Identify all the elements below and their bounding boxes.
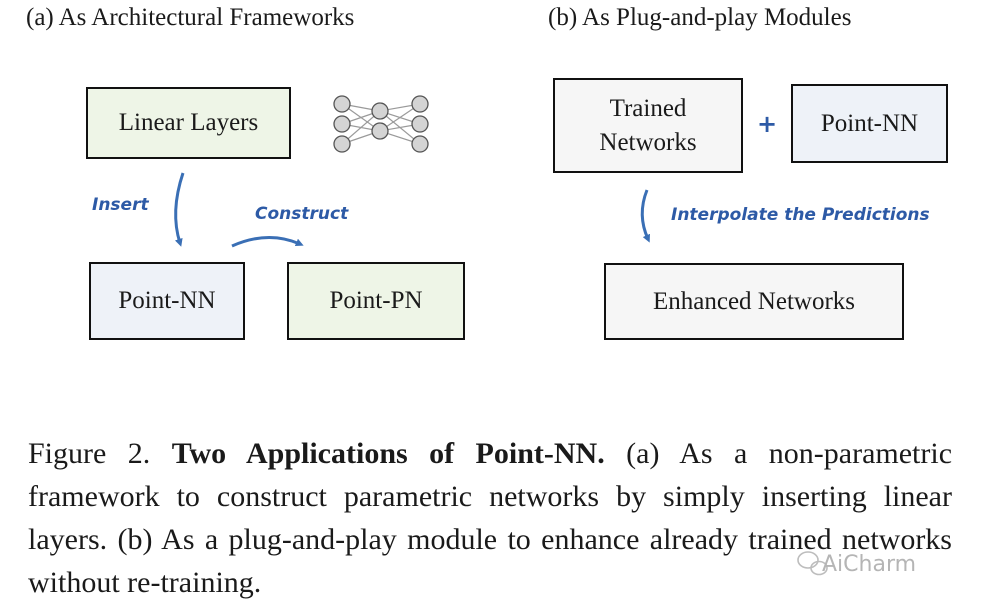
trained-networks-box: Trained Networks [553, 78, 743, 173]
point-nn-box-b: Point-NN [791, 84, 948, 163]
watermark-text: AiCharm [822, 552, 917, 577]
linear-layers-box: Linear Layers [86, 87, 291, 159]
nn-node [333, 135, 351, 153]
nn-node [371, 102, 389, 120]
linear-layers-label: Linear Layers [118, 109, 259, 137]
point-nn-label-a: Point-NN [118, 287, 216, 315]
wechat-icon [797, 551, 828, 576]
nn-node [371, 122, 389, 140]
plus-sign: + [757, 110, 778, 138]
trained-networks-line1: Trained [609, 94, 687, 122]
caption-figure-label: Figure 2. [28, 437, 151, 470]
enhanced-networks-box: Enhanced Networks [604, 263, 904, 340]
point-nn-box-a: Point-NN [89, 262, 245, 340]
insert-label: Insert [92, 195, 149, 215]
interpolate-arrow [640, 189, 650, 243]
trained-networks-line2: Networks [599, 128, 697, 156]
caption-body: (a) As a non-parametric framework to con… [28, 437, 953, 599]
nn-node [333, 115, 351, 133]
insert-arrow [174, 172, 185, 247]
point-nn-label-b: Point-NN [820, 109, 919, 137]
figure-caption: Figure 2. Two Applications of Point-NN. … [28, 432, 952, 604]
point-pn-box: Point-PN [287, 262, 465, 340]
nn-node [411, 135, 429, 153]
caption-bold-title: Two Applications of Point-NN. [171, 437, 605, 470]
construct-arrow [231, 235, 304, 248]
nn-node [333, 95, 351, 113]
point-pn-label: Point-PN [329, 287, 423, 315]
nn-node [411, 95, 429, 113]
panel-a-title: (a) As Architectural Frameworks [26, 4, 355, 31]
construct-label: Construct [255, 204, 349, 224]
panel-b-title: (b) As Plug-and-play Modules [548, 4, 852, 31]
interpolate-label: Interpolate the Predictions [671, 205, 930, 225]
enhanced-networks-label: Enhanced Networks [652, 287, 855, 315]
nn-node [411, 115, 429, 133]
